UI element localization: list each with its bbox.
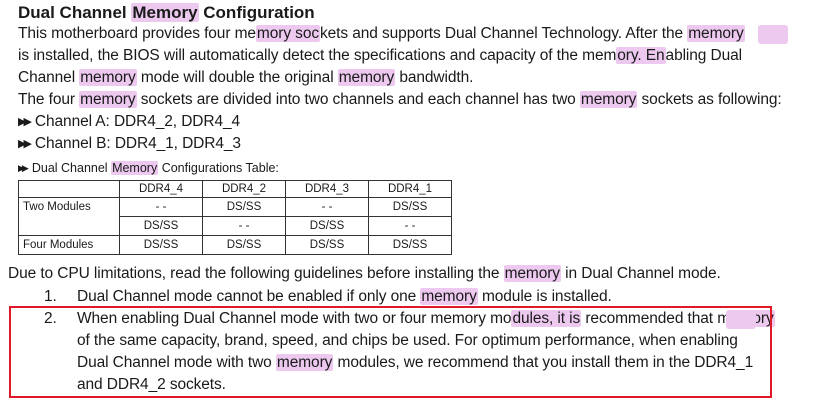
table-cell: DS/SS: [285, 216, 369, 236]
search-highlight: memory: [687, 25, 745, 42]
search-highlight: memory: [579, 91, 638, 108]
search-highlight: Memory: [131, 3, 199, 22]
intro-line-1: This motherboard provides four memory so…: [18, 25, 745, 42]
table-row: DS/SS - - DS/SS - -: [18, 216, 452, 236]
table-header-cell: DDR4_4: [119, 180, 203, 198]
row-label-spacer: [18, 216, 120, 236]
search-highlight: dules, it is: [511, 310, 582, 327]
section-title: Dual Channel Memory Configuration: [18, 3, 315, 22]
guideline-item-1: Dual Channel mode cannot be enabled if o…: [77, 288, 612, 305]
highlight-fragment: [726, 310, 756, 329]
search-highlight: mory soc: [255, 25, 320, 42]
table-corner-cell: [18, 180, 120, 198]
double-arrow-icon: ▶▶: [18, 138, 32, 150]
search-highlight: memory: [79, 91, 137, 108]
table-cell: - -: [285, 197, 369, 217]
table-row: Four Modules DS/SS DS/SS DS/SS DS/SS: [18, 235, 452, 255]
search-highlight: memory: [79, 69, 137, 86]
table-cell: - -: [368, 216, 452, 236]
guideline-item-2-line-4: and DDR4_2 sockets.: [77, 376, 226, 393]
intro-line-2: is installed, the BIOS will automaticall…: [18, 47, 742, 64]
table-title: ▶▶Dual Channel Memory Configurations Tab…: [18, 161, 279, 175]
table-cell: DS/SS: [285, 235, 369, 255]
guidelines-intro: Due to CPU limitations, read the followi…: [8, 265, 721, 282]
table-cell: DS/SS: [202, 197, 286, 217]
highlight-fragment: [758, 25, 788, 44]
search-highlight: memory: [503, 265, 561, 282]
list-number-2: 2.: [44, 310, 57, 327]
table-header-cell: DDR4_1: [368, 180, 452, 198]
search-highlight: Memory: [111, 161, 159, 175]
table-header-cell: DDR4_2: [202, 180, 286, 198]
table-cell: DS/SS: [368, 235, 452, 255]
table-cell: DS/SS: [368, 197, 452, 217]
table-header-row: DDR4_4 DDR4_2 DDR4_3 DDR4_1: [18, 180, 452, 198]
table-cell: DS/SS: [119, 216, 203, 236]
red-annotation-box: [9, 306, 772, 398]
double-arrow-icon: ▶▶: [18, 163, 29, 173]
table-cell: DS/SS: [202, 235, 286, 255]
list-number-1: 1.: [44, 288, 57, 305]
table-cell: DS/SS: [119, 235, 203, 255]
channel-b-item: ▶▶Channel B: DDR4_1, DDR4_3: [18, 135, 241, 152]
intro-line-3: Channel memory mode will double the orig…: [18, 69, 474, 86]
table-cell: - -: [202, 216, 286, 236]
search-highlight: memory: [337, 69, 396, 86]
row-label-four-modules: Four Modules: [18, 235, 120, 255]
guideline-item-2-line-3: Dual Channel mode with two memory module…: [77, 354, 754, 371]
channel-a-item: ▶▶Channel A: DDR4_2, DDR4_4: [18, 113, 241, 130]
search-highlight: memory: [275, 354, 334, 371]
search-highlight: ory. En: [616, 47, 666, 64]
memory-config-table: DDR4_4 DDR4_2 DDR4_3 DDR4_1 Two Modules …: [18, 180, 452, 255]
table-header-cell: DDR4_3: [285, 180, 369, 198]
row-label-two-modules: Two Modules: [18, 197, 120, 217]
intro-line-4: The four memory sockets are divided into…: [18, 91, 782, 108]
double-arrow-icon: ▶▶: [18, 116, 32, 128]
table-row: Two Modules - - DS/SS - - DS/SS: [18, 197, 452, 217]
guideline-item-2-line-2: of the same capacity, brand, speed, and …: [77, 332, 738, 349]
table-cell: - -: [119, 197, 203, 217]
search-highlight: memory: [420, 288, 478, 305]
